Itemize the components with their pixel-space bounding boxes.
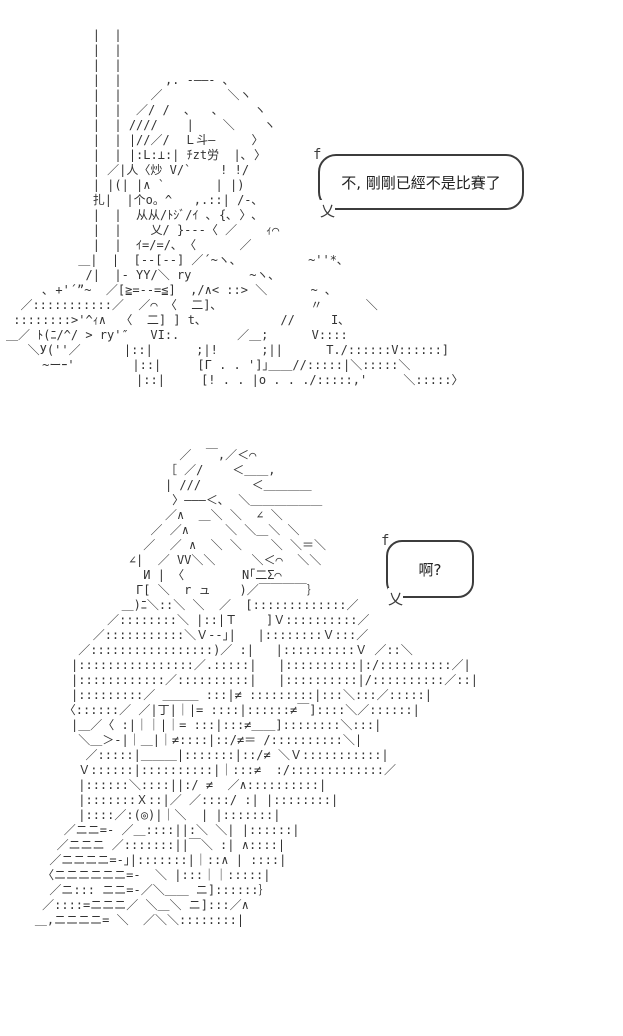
speech-bubble-2-text: 啊? (418, 560, 442, 579)
speech-bubble-2-tail-top: f (381, 533, 390, 549)
speech-bubble-1-tail-top: f (313, 147, 322, 163)
speech-bubble-1: f 不, 剛剛已經不是比賽了 乂 (313, 147, 524, 221)
speech-bubble-2: f 啊? 乂 (381, 533, 474, 609)
ascii-art-character-1: | | | | | | | | ,. -――- ､ | | ／ ＼ヽ | | ／… (6, 28, 464, 387)
speech-bubble-2-tail-bottom: 乂 (388, 588, 404, 609)
speech-bubble-1-tail-bottom: 乂 (320, 200, 336, 221)
ascii-art-character-2: ／ ￣,／＜⌒ ［ ／/ ＜＿＿, | /// ＜＿＿＿＿ 〉―――＜､ ＼＿＿… (34, 448, 478, 927)
speech-bubble-1-text: 不, 剛剛已經不是比賽了 (341, 173, 501, 192)
